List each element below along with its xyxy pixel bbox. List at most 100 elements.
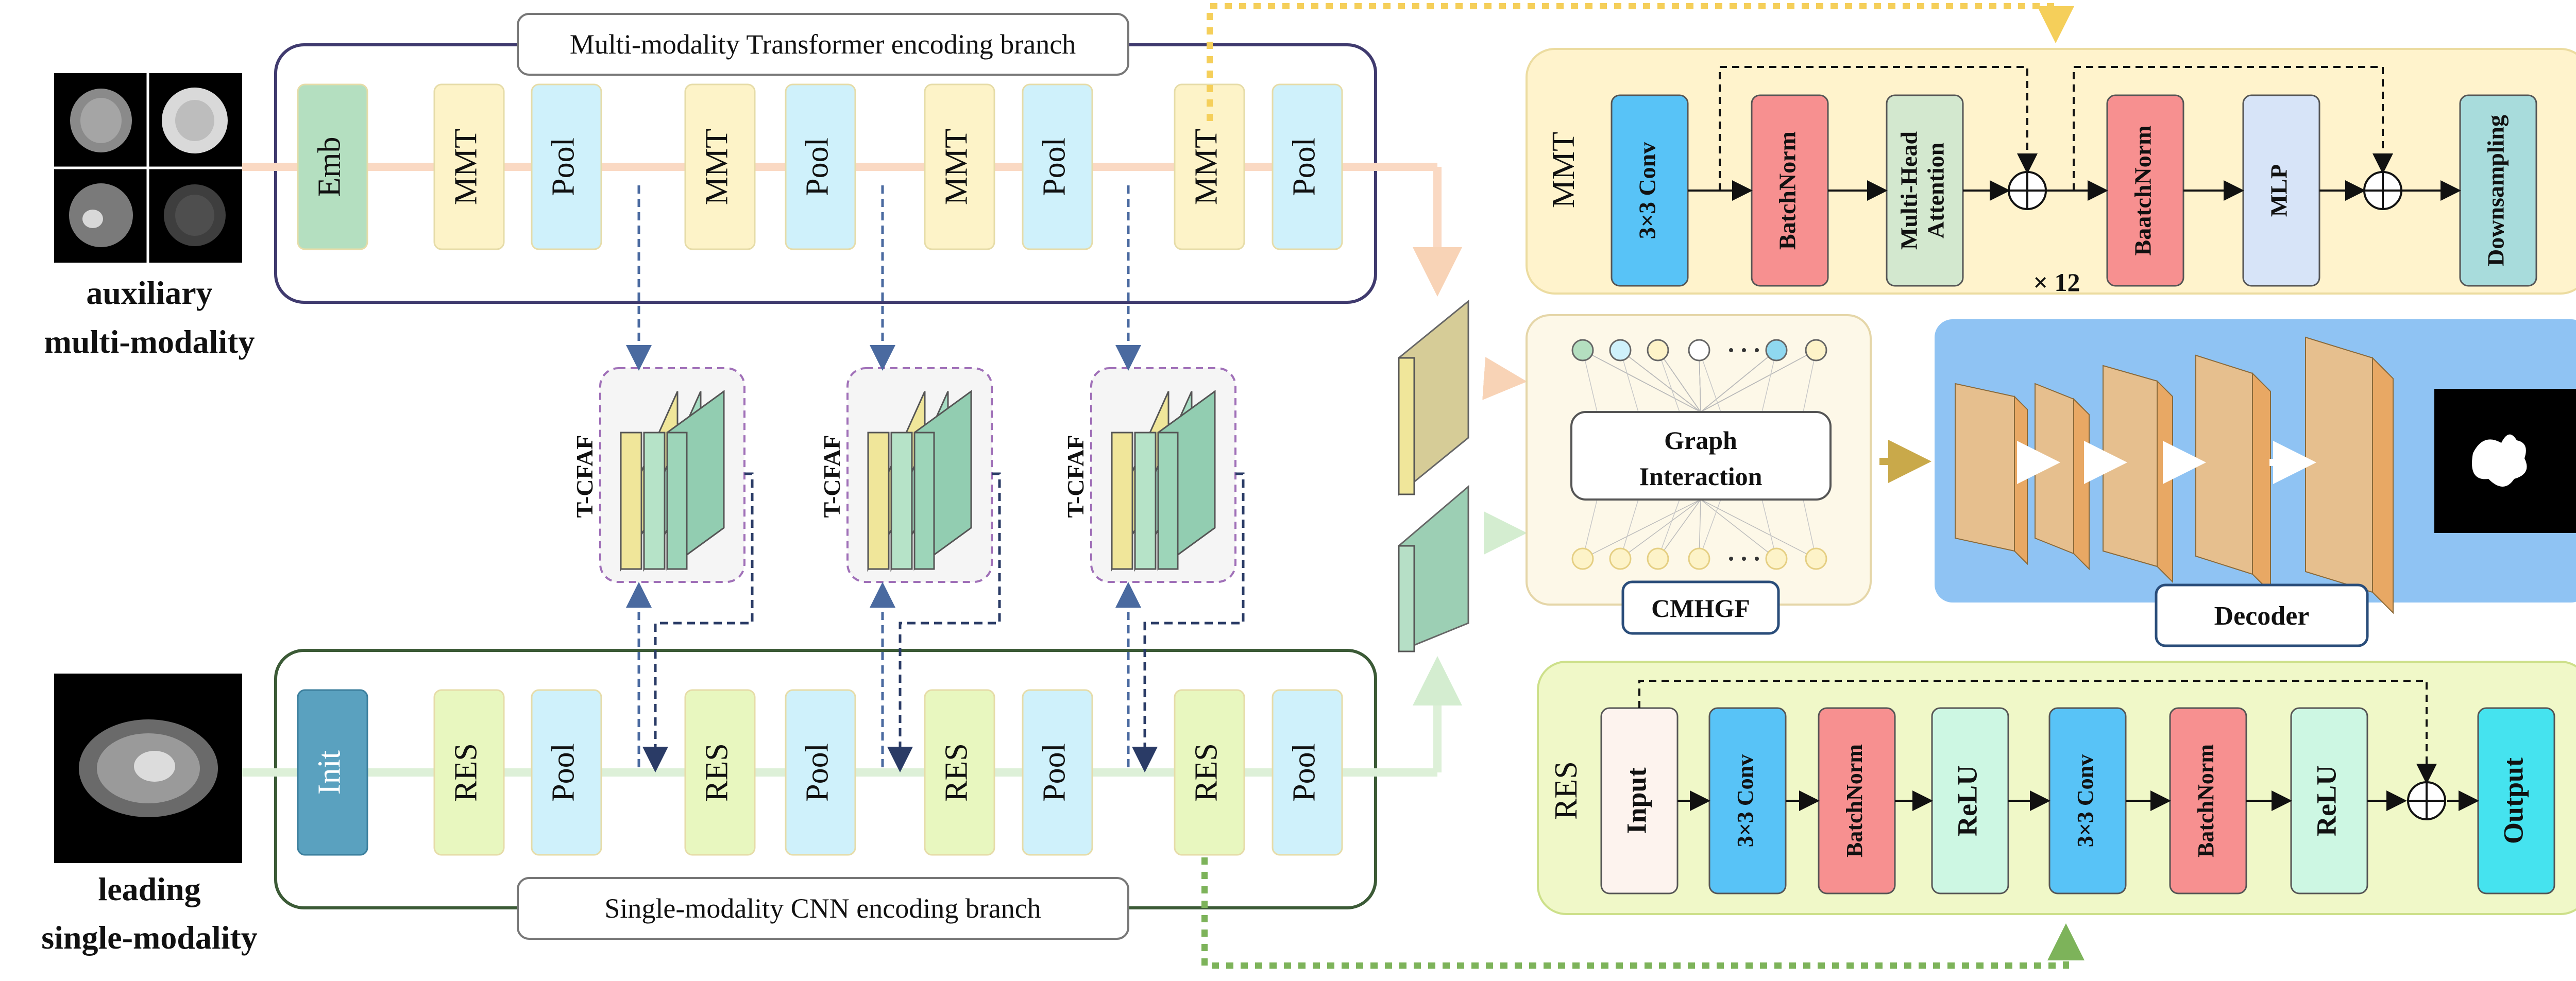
transformer-emb-block-0-label: Emb (312, 136, 347, 197)
lead-label-line1: leading (98, 871, 200, 907)
cnn-res-block-5 (924, 689, 995, 856)
t-cfaf-label-2: T-CFAF (1062, 435, 1089, 518)
cnn-pool-block-2-label: Pool (546, 743, 581, 802)
decoder-slab-1 (2035, 383, 2074, 555)
t-cfaf-label-0: T-CFAF (571, 435, 598, 518)
decoder-label: Decoder (2214, 601, 2310, 631)
mmt-panel-title: MMT (1546, 132, 1581, 208)
decoder-slab-3 (2195, 354, 2253, 575)
graph-node-bottom-5 (1805, 547, 1827, 570)
transformer-pool-block-2-label: Pool (546, 137, 581, 196)
res-panel-block-label-1: 3×3 Conv (1733, 754, 1758, 847)
t-cfaf-slab-yellow-2 (1111, 432, 1133, 570)
graph-node-top-4 (1765, 339, 1788, 362)
transformer-pool-block-6-label: Pool (1037, 137, 1072, 196)
cnn-res-block-7 (1174, 689, 1245, 856)
decoder-label-box (2155, 583, 2369, 647)
transformer-branch-title: Multi-modality Transformer encoding bran… (570, 29, 1076, 60)
mmt-detail-connector (1207, 3, 2074, 121)
cnn-res-block-7-label: RES (1189, 743, 1224, 802)
lead-mri-image (54, 674, 242, 863)
res-panel-block-label-7: Output (2498, 758, 2529, 844)
graph-interaction-text-2: Interaction (1639, 462, 1762, 491)
graph-node-top-0 (1571, 339, 1594, 362)
transformer-mmt-block-7 (1174, 83, 1245, 250)
decoder-slab-4 (2305, 336, 2373, 593)
res-detail-connector (1201, 857, 2084, 969)
cnn-pool-block-8-label: Pool (1287, 743, 1322, 802)
graph-node-top-3 (1688, 339, 1710, 362)
cnn-res-block-1 (433, 689, 505, 856)
graph-node-bottom-2 (1647, 547, 1669, 570)
mmt-panel-block-label-1-0: BatchNorm (1774, 131, 1801, 250)
transformer-mmt-block-1 (433, 83, 505, 250)
t-cfaf-output-arrow-2 (1132, 472, 1245, 772)
t-cfaf-slab-green-0 (666, 432, 688, 570)
graph-nodes (1571, 339, 1827, 570)
t-cfaf-output-arrow-1 (887, 472, 1001, 772)
cnn-pool-block-4-label: Pool (800, 743, 835, 802)
cnn-res-block-3-label: RES (700, 743, 735, 802)
t-cfaf-output-arrow-0 (642, 472, 754, 772)
graph-node-bottom-0 (1571, 547, 1594, 570)
mmt-panel-block-label-0-0: 3×3 Conv (1634, 142, 1660, 239)
graph-node-top-2 (1647, 339, 1669, 362)
cnn-feature-slab (1398, 485, 1469, 653)
mmt-repeat: × 12 (2033, 268, 2080, 297)
transformer-pool-block-8-label: Pool (1287, 137, 1322, 196)
lead-label-line2: single-modality (41, 919, 258, 956)
transformer-pool-block-4-label: Pool (800, 137, 835, 196)
transformer-feature-slab (1398, 299, 1469, 496)
transformer-mmt-block-3-label: MMT (700, 129, 735, 205)
res-panel-block-label-6: ReLU (2311, 765, 2342, 836)
mmt-skip-connection-1 (1719, 66, 2038, 191)
cnn-pool-block-6-label: Pool (1037, 743, 1072, 802)
cnn-pool-block-4 (785, 689, 856, 856)
res-skip-connection (1638, 680, 2437, 784)
t-cfaf-slab-yellow-1 (867, 432, 890, 570)
graph-node-top-5 (1805, 339, 1827, 362)
aux-label-line1: auxiliary (86, 274, 212, 311)
res-panel-title: RES (1549, 761, 1584, 820)
transformer-mmt-block-3 (684, 83, 756, 250)
cnn-res-block-3 (684, 689, 756, 856)
mmt-panel-block-label-4-0: MLP (2266, 164, 2292, 217)
t-cfaf-slab-green-2 (1157, 432, 1179, 570)
cmhgf-label: CMHGF (1651, 594, 1750, 623)
cnn-branch-title-box (517, 877, 1129, 940)
decoder-slab-0 (1955, 383, 2015, 552)
cnn-init-block-0 (297, 689, 368, 856)
cnn-res-block-5-label: RES (939, 743, 974, 802)
res-panel-block-label-3: ReLU (1952, 765, 1982, 836)
transformer-pool-block-4 (785, 83, 856, 250)
cnn-pool-block-2 (531, 689, 602, 856)
cnn-res-block-1-label: RES (449, 743, 484, 802)
cnn-pool-block-8 (1272, 689, 1343, 856)
aux-mri-grid (54, 73, 242, 263)
decoder-slabs (1955, 336, 2394, 614)
transformer-mmt-block-1-label: MMT (449, 129, 484, 205)
res-panel-block-label-2: BatchNorm (1842, 744, 1867, 857)
graph-node-bottom-3 (1688, 547, 1710, 570)
aux-label-line2: multi-modality (44, 323, 255, 360)
mmt-panel-block-label-3-0: BaatchNorm (2130, 126, 2156, 256)
transformer-pool-block-6 (1022, 83, 1093, 250)
graph-interaction-text-1: Graph (1664, 426, 1737, 455)
cnn-branch-title: Single-modality CNN encoding branch (604, 893, 1041, 924)
cmhgf-label-box (1621, 580, 1780, 635)
mmt-panel-block-label-5-0: Downsampling (2483, 115, 2509, 266)
mmt-panel-block-label-2-1: Attention (1923, 143, 1949, 239)
decoder-slab-2 (2103, 365, 2158, 567)
res-panel-block-label-5: BatchNorm (2193, 744, 2218, 857)
transformer-branch-title-box (517, 13, 1129, 76)
graph-interaction-box (1570, 411, 1832, 501)
res-panel-block-label-0: Input (1621, 767, 1652, 834)
mmt-skip-connection-2 (2073, 66, 2393, 191)
graph-node-bottom-1 (1609, 547, 1632, 570)
